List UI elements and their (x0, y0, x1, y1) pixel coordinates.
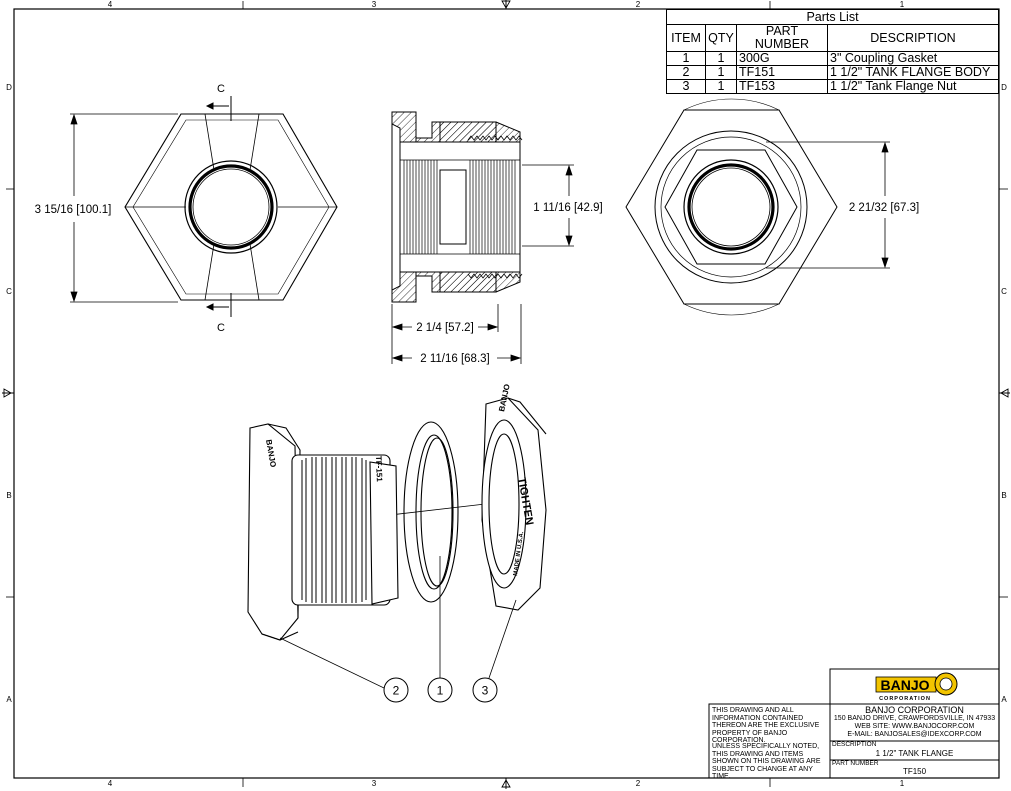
cell-description: 3" Coupling Gasket (827, 51, 999, 66)
cell-part-number: TF153 (736, 79, 828, 94)
zone-col-bottom: 3 (372, 779, 377, 788)
flange-front-view (124, 113, 338, 301)
zone-row-left: B (6, 491, 11, 500)
cell-part-number: TF151 (736, 65, 828, 80)
change-note: UNLESS SPECIFICALLY NOTED, THIS DRAWING … (712, 743, 821, 781)
zone-col-top: 3 (372, 0, 377, 9)
company-email: E-MAIL: BANJOSALES@IDEXCORP.COM (847, 731, 982, 738)
flange-part-mark: TF-151 (374, 456, 384, 483)
cell-qty: 1 (705, 65, 737, 80)
table-row: 2 1 TF151 1 1/2" TANK FLANGE BODY (666, 65, 999, 80)
property-note: THIS DRAWING AND ALL INFORMATION CONTAIN… (712, 707, 820, 745)
cell-item: 3 (666, 79, 706, 94)
gasket-isometric (403, 421, 459, 603)
cell-qty: 1 (705, 79, 737, 94)
company-name: BANJO CORPORATION (865, 705, 964, 715)
description-label: DESCRIPTION (832, 741, 877, 748)
title-block-frame (708, 668, 1000, 779)
dimension-height-label: 3 15/16 [100.1] (35, 204, 112, 216)
center-mark-bottom (501, 778, 511, 789)
center-mark-right (999, 388, 1010, 398)
cell-description: 1 1/2" TANK FLANGE BODY (827, 65, 999, 80)
balloon-item-1: 1 (437, 684, 444, 698)
balloon-item-2: 2 (393, 684, 400, 698)
description-value: 1 1/2" TANK FLANGE (875, 749, 954, 758)
svg-text:CORPORATION: CORPORATION (879, 696, 931, 702)
zone-row-left: C (6, 287, 12, 296)
table-row: 1 1 300G 3" Coupling Gasket (666, 51, 999, 66)
center-mark-top (501, 0, 511, 9)
company-web: WEB SITE: WWW.BANJOCORP.COM (854, 723, 975, 730)
balloon-item-3: 3 (482, 684, 489, 698)
header-description: DESCRIPTION (827, 24, 999, 52)
zone-col-top: 1 (900, 0, 905, 9)
table-row: 3 1 TF153 1 1/2" Tank Flange Nut (666, 79, 999, 94)
zone-col-bottom: 1 (900, 779, 905, 788)
header-part-number: PART NUMBER (736, 24, 828, 52)
zone-row-right: B (1001, 491, 1006, 500)
dimension-height (70, 113, 178, 303)
dimension-thread-length: 2 1/4 [57.2] (416, 322, 474, 334)
balloons (383, 677, 498, 703)
zone-col-top: 2 (636, 0, 641, 9)
dimension-lengths (391, 304, 522, 364)
company-address: 150 BANJO DRIVE, CRAWFORDSVILLE, IN 4793… (833, 715, 996, 722)
header-item: ITEM (666, 24, 706, 52)
balloon-leaders (279, 556, 517, 689)
svg-text:BANJO: BANJO (880, 677, 929, 693)
zone-col-top: 4 (108, 0, 113, 9)
part-number-value: TF150 (902, 767, 927, 776)
sheet-border (13, 8, 1000, 779)
dimension-flats (766, 141, 890, 269)
dimension-bore (522, 164, 574, 247)
zone-row-left: A (6, 695, 12, 704)
nut-isometric (481, 397, 547, 611)
section-marker-top (205, 96, 232, 121)
dimension-bore-label: 1 11/16 [42.9] (533, 202, 602, 214)
header-qty: QTY (705, 24, 737, 52)
parts-list-title: Parts List (666, 9, 999, 24)
cell-item: 2 (666, 65, 706, 80)
part-number-label: PART NUMBER (832, 760, 879, 767)
cell-part-number: 300G (736, 51, 828, 66)
cell-description: 1 1/2" Tank Flange Nut (827, 79, 999, 94)
flange-section-view (391, 111, 523, 303)
zone-col-bottom: 4 (108, 779, 113, 788)
internal-threads (400, 159, 520, 255)
dimension-flats-label: 2 21/32 [67.3] (849, 202, 919, 214)
zone-row-right: D (1001, 83, 1007, 92)
flange-threads-isometric (301, 457, 367, 603)
zone-row-left: D (6, 83, 12, 92)
parts-list-header: ITEM QTY PART NUMBER DESCRIPTION (666, 24, 999, 52)
parts-list-table: Parts List ITEM QTY PART NUMBER DESCRIPT… (666, 9, 999, 94)
section-marker-bottom (205, 293, 232, 317)
center-mark-left (2, 388, 14, 398)
cell-qty: 1 (705, 51, 737, 66)
dimension-total-length: 2 11/16 [68.3] (420, 353, 489, 365)
cell-item: 1 (666, 51, 706, 66)
banjo-logo: BANJO CORPORATION (875, 672, 958, 702)
section-label-bottom: C (217, 322, 225, 334)
zone-row-right: C (1001, 287, 1007, 296)
zone-col-bottom: 2 (636, 779, 641, 788)
section-label-top: C (217, 83, 225, 95)
nut-front-view (625, 98, 838, 316)
zone-row-right: A (1001, 695, 1007, 704)
